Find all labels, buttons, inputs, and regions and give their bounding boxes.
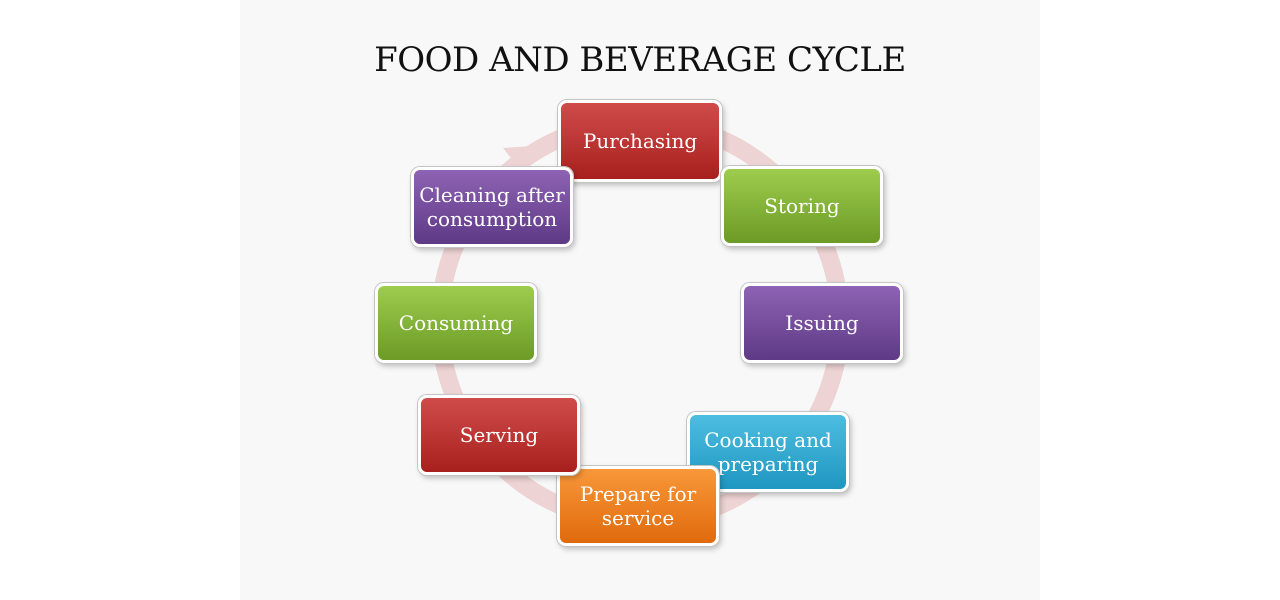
node-cleaning-label: Cleaning after consumption (419, 183, 565, 231)
node-consuming-label: Consuming (398, 311, 514, 335)
node-storing-label: Storing (764, 194, 840, 218)
node-purchasing-label: Purchasing (582, 129, 698, 153)
page-title: FOOD AND BEVERAGE CYCLE (374, 40, 906, 80)
node-purchasing: Purchasing (558, 100, 722, 182)
node-cleaning-after-consumption: Cleaning after consumption (411, 167, 573, 247)
node-serving: Serving (418, 395, 580, 475)
node-cooking-label: Cooking and preparing (704, 428, 832, 476)
node-storing: Storing (721, 166, 883, 246)
cycle-arrowhead (503, 145, 548, 172)
node-issuing: Issuing (741, 283, 903, 363)
node-serving-label: Serving (459, 423, 539, 447)
node-issuing-label: Issuing (785, 311, 859, 335)
node-cooking-and-preparing: Cooking and preparing (687, 412, 849, 492)
node-prepare-for-service: Prepare for service (557, 466, 719, 546)
node-consuming: Consuming (375, 283, 537, 363)
node-prepare-label: Prepare for service (579, 482, 697, 530)
